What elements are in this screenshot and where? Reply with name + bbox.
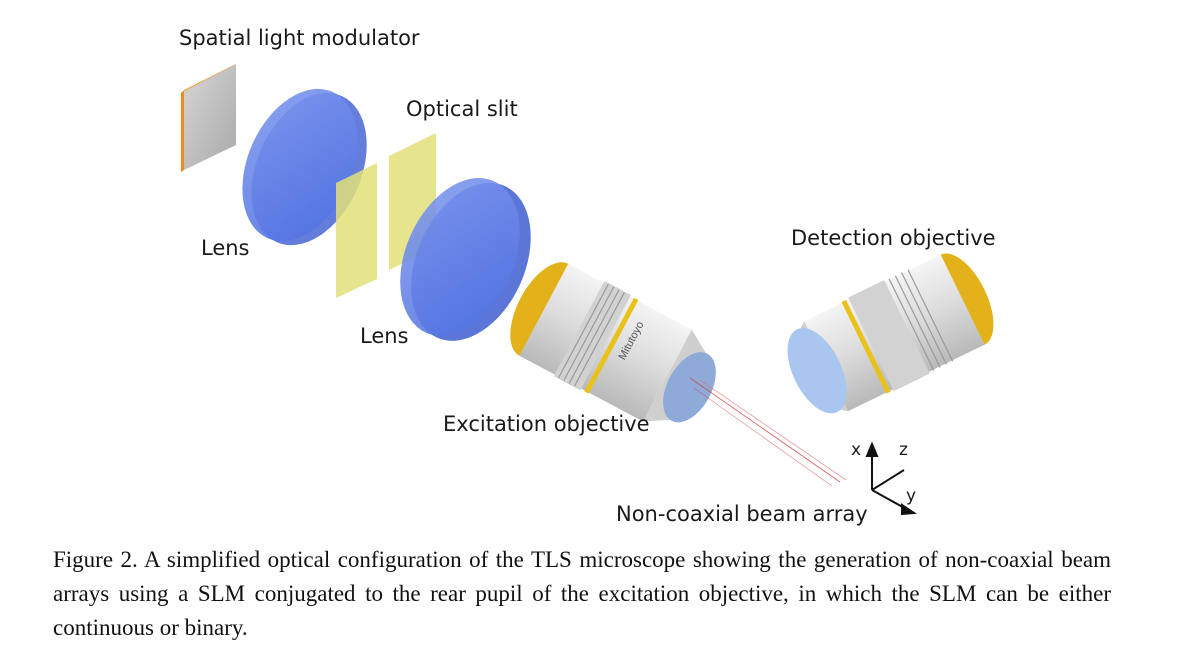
excitation-objective: Mitutoyo xyxy=(510,262,716,423)
lens-1-label: Lens xyxy=(201,236,250,260)
lens-2 xyxy=(400,178,531,341)
excitation-objective-label: Excitation objective xyxy=(443,412,650,436)
optical-setup-diagram: Mitutoyo xyxy=(181,64,994,516)
detection-objective xyxy=(787,253,994,414)
beam-array xyxy=(689,377,847,487)
lens-2-label: Lens xyxy=(360,324,409,348)
coordinate-axes xyxy=(865,441,917,516)
axis-z-label: z xyxy=(899,440,908,460)
optical-slit xyxy=(336,133,436,298)
beam-array-label: Non-coaxial beam array xyxy=(616,502,868,526)
slm-label: Spatial light modulator xyxy=(179,26,420,50)
axis-x-label: x xyxy=(851,440,862,460)
axis-y-label: y xyxy=(906,486,917,506)
optical-slit-label: Optical slit xyxy=(406,97,518,121)
spatial-light-modulator xyxy=(181,64,236,172)
detection-objective-label: Detection objective xyxy=(791,226,996,250)
figure-caption: Figure 2. A simplified optical configura… xyxy=(53,547,1111,640)
